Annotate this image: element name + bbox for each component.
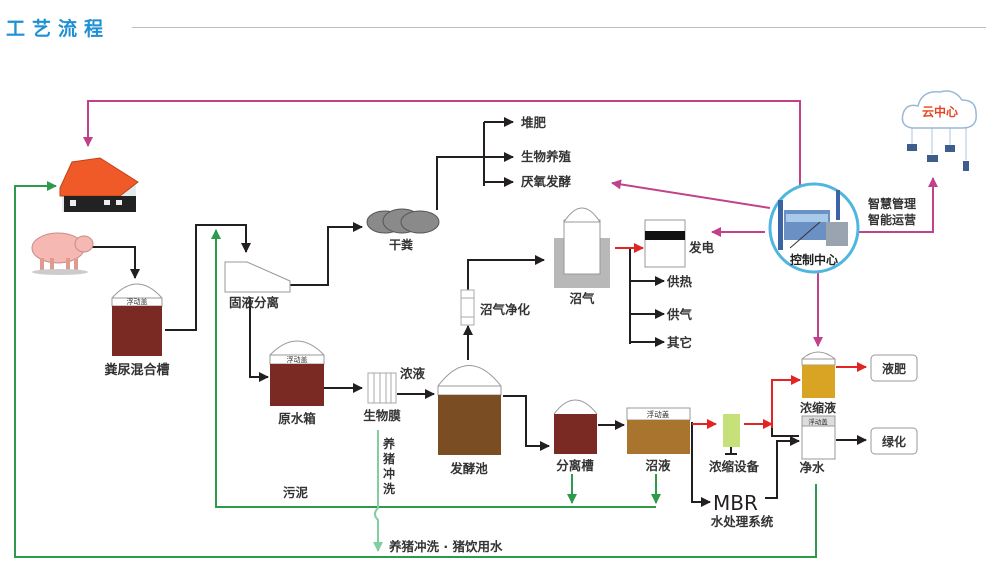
fermentation-tank — [437, 365, 502, 455]
biogas-purification-label: 沼气净化 — [480, 302, 531, 317]
biogas-holder — [554, 207, 610, 288]
control-center-label: 控制中心 — [790, 252, 838, 267]
control-to-anaerobic-line — [611, 179, 771, 209]
pig-wash-char-3: 冲 — [383, 466, 395, 481]
control-center-icon — [768, 182, 860, 274]
phone-icon — [963, 161, 969, 171]
biogas-slurry-label: 沼液 — [645, 458, 671, 473]
pig-barn-icon — [59, 157, 139, 212]
raw-water-tank-lid-label: 浮动盖 — [287, 355, 308, 364]
purify-to-biogas-line — [467, 255, 545, 290]
generator-icon — [644, 219, 686, 268]
laptop-icon — [927, 155, 938, 162]
pig-wash-char-4: 洗 — [383, 481, 395, 496]
mixing-tank — [111, 283, 163, 356]
pig-wash-line — [373, 430, 383, 552]
power-generation-label: 发电 — [688, 240, 715, 255]
compost-label: 堆肥 — [521, 115, 547, 130]
mixing-tank-lid-label: 浮动盖 — [127, 297, 148, 306]
mbr-label: MBR — [713, 491, 758, 515]
concentrate-flow-label: 浓液 — [400, 366, 426, 381]
split-to-concentrate-line — [771, 375, 801, 428]
pig-wash-char-2: 猪 — [382, 451, 395, 466]
clean-water-label: 净水 — [799, 460, 825, 475]
dry-manure-icon — [366, 208, 440, 234]
cloud-icon — [901, 90, 977, 160]
liquid-fertilizer-box — [870, 354, 918, 382]
others-label: 其它 — [667, 335, 692, 350]
concentrator-icon — [723, 414, 740, 455]
biogas-slurry-lid-label: 浮动盖 — [647, 409, 670, 419]
clean-water-return-line — [14, 181, 817, 558]
device-icons — [907, 144, 969, 171]
clean-water-lid-label: 浮动盖 — [808, 417, 828, 426]
biogas-label: 沼气 — [569, 291, 595, 306]
bio-breeding-label: 生物养殖 — [521, 149, 572, 164]
fermentation-tank-label: 发酵池 — [449, 461, 488, 476]
sludge-return-line — [211, 229, 656, 508]
separation-tank — [553, 399, 598, 454]
greening-label: 绿化 — [882, 434, 906, 449]
concentration-equipment-label: 浓缩设备 — [709, 459, 760, 474]
raw-water-tank — [269, 340, 325, 406]
drymanure-up-line — [436, 156, 484, 210]
pig-to-mixing-line — [92, 246, 140, 279]
ferment-to-separation-line — [503, 395, 550, 451]
process-lines — [92, 117, 867, 507]
title-divider — [132, 27, 986, 28]
gas-supply-label: 供气 — [666, 307, 693, 322]
pig-icon — [31, 232, 94, 275]
desktop-icon — [945, 145, 955, 152]
biofilm-icon — [367, 372, 397, 404]
mbr-sub-label: 水处理系统 — [711, 514, 774, 529]
control-lines — [83, 100, 938, 347]
control-to-cloud-line — [858, 177, 938, 233]
mbr-to-cleanwater-line — [765, 436, 800, 499]
biogas-purifier-icon — [460, 289, 475, 326]
separator-label: 固液分离 — [229, 295, 279, 310]
slurry-to-mbr-line — [691, 422, 711, 507]
page-title: 工艺流程 — [6, 18, 111, 40]
raw-water-tank-label: 原水箱 — [278, 411, 316, 426]
biogas-slurry-tank — [626, 407, 691, 454]
red-lines — [615, 243, 867, 429]
branch-to-cleanwater-line — [771, 428, 799, 437]
pig-wash-char-1: 养 — [382, 436, 395, 451]
concentrated-liquid-label: 浓缩液 — [800, 400, 836, 415]
clean-water-tank — [801, 415, 836, 460]
concentrated-liquid-tank — [801, 351, 836, 398]
separation-to-drymanure-line — [290, 222, 363, 286]
separation-tank-label: 分离槽 — [556, 458, 594, 473]
mixing-to-separation-line — [165, 224, 251, 331]
dry-manure-label: 干粪 — [389, 237, 413, 252]
monitor-icon — [907, 144, 917, 151]
smart-mgmt-line1: 智慧管理 — [867, 196, 916, 211]
control-to-barn-line — [83, 100, 801, 200]
biofilm-label: 生物膜 — [363, 408, 401, 423]
pig-wash-drinking-label: 养猪冲洗 · 猪饮用水 — [388, 539, 503, 554]
cloud-center-label: 云中心 — [922, 104, 958, 119]
heat-supply-label: 供热 — [666, 274, 693, 289]
anaerobic-label: 厌氧发酵 — [521, 174, 572, 189]
mixing-tank-label: 粪尿混合槽 — [104, 362, 169, 378]
smart-mgmt-line2: 智能运营 — [867, 212, 916, 227]
greening-box — [870, 427, 918, 455]
separator-icon — [224, 261, 291, 293]
liquid-fertilizer-label: 液肥 — [882, 361, 906, 376]
sludge-label: 污泥 — [283, 485, 309, 500]
green-return-lines — [14, 181, 817, 558]
separation-to-rawtank-line — [249, 297, 269, 382]
